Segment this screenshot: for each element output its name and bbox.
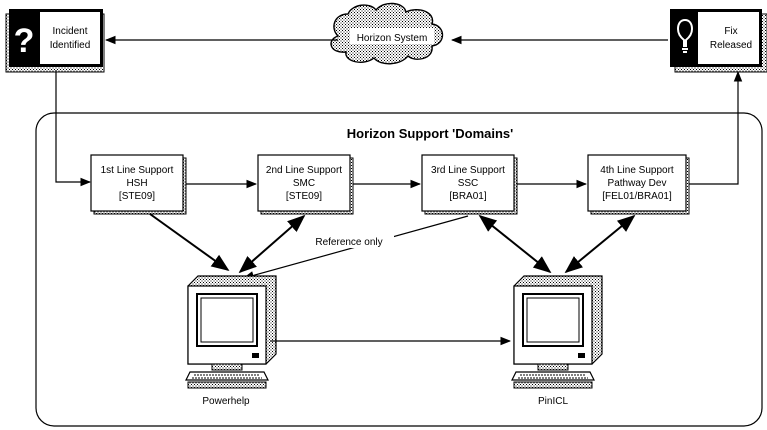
support-name: 4th Line Support [600,165,674,176]
support-box-2nd-line: 2nd Line Support SMC [STE09] [257,154,354,215]
support-box-1st-line: 1st Line Support HSH [STE09] [90,154,187,215]
incident-label-1: Incident [52,26,87,37]
support-code: [FEL01/BRA01] [602,191,672,202]
fix-label-2: Released [710,40,752,51]
horizon-system-cloud: Horizon System [330,2,444,65]
arrow-3rd-pinicl [478,214,552,274]
support-name: 1st Line Support [101,165,174,176]
support-box-4th-line: 4th Line Support Pathway Dev [FEL01/BRA0… [587,154,690,215]
support-code: [STE09] [119,191,155,202]
domain-title: Horizon Support 'Domains' [347,126,514,141]
arrow-4th-to-fix [689,70,743,185]
incident-label-2: Identified [50,40,91,51]
support-name: 2nd Line Support [266,165,342,176]
horizon-system-label: Horizon System [357,33,428,44]
arrow-1st-to-powerhelp [149,213,230,272]
powerhelp-label: Powerhelp [202,396,250,407]
domain-container [35,112,763,427]
support-team: HSH [126,178,147,189]
reference-only-label: Reference only [315,237,382,248]
pinicl-label: PinICL [538,396,568,407]
arrow-2nd-powerhelp [238,214,306,274]
question-mark-icon: ? [14,22,35,60]
support-team: SSC [458,178,479,189]
support-code: [STE09] [286,191,322,202]
powerhelp-computer-icon [185,275,277,389]
pinicl-computer-icon [511,275,603,389]
support-team: Pathway Dev [608,178,667,189]
arrow-incident-to-first-line [55,70,92,187]
support-code: [BRA01] [449,191,486,202]
incident-identified-node: ? Incident Identified [5,9,105,73]
lightbulb-icon [676,18,694,53]
arrow-4th-pinicl [564,214,636,274]
fix-released-node: Fix Released [670,9,767,73]
support-name: 3rd Line Support [431,165,505,176]
fix-label-1: Fix [724,26,737,37]
support-team: SMC [293,178,315,189]
support-box-3rd-line: 3rd Line Support SSC [BRA01] [421,154,518,215]
